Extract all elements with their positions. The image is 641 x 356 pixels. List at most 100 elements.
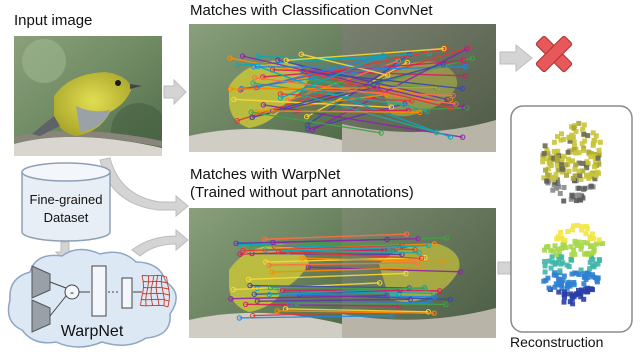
recon-point (561, 153, 567, 159)
recon-point (592, 138, 598, 144)
recon-point (572, 166, 578, 172)
keypoint-marker (304, 114, 310, 120)
match-line (286, 47, 444, 61)
recon-point (576, 192, 582, 198)
keypoint-marker (234, 62, 240, 69)
recon-point (540, 159, 546, 165)
recon-point (574, 243, 580, 248)
recon-point (581, 274, 587, 280)
keypoint-marker (459, 134, 466, 140)
recon-point (596, 147, 602, 153)
recon-point (542, 143, 548, 149)
recon-point (543, 277, 549, 283)
recon-point (554, 154, 560, 160)
recon-point (558, 254, 564, 260)
grid-line (143, 286, 169, 290)
keypoint-marker (267, 284, 274, 291)
recon-point (578, 294, 584, 300)
keypoint-marker (251, 291, 258, 297)
match-line (230, 294, 387, 300)
keypoint-marker (443, 235, 450, 241)
recon-point (582, 251, 588, 257)
recon-point (554, 158, 560, 163)
recon-point (580, 127, 586, 132)
recon-point (564, 285, 570, 291)
warpnet-cloud-icon: - (7, 248, 177, 348)
recon-point (565, 149, 571, 155)
recon-point (551, 272, 557, 278)
keypoint-marker (443, 45, 449, 52)
recon-point (586, 271, 592, 277)
recon-point (563, 245, 569, 251)
recon-point (595, 275, 601, 281)
keypoint-marker (447, 296, 454, 303)
grid-line (141, 274, 167, 278)
recon-point (561, 273, 567, 279)
keypoint-marker (462, 63, 469, 70)
recon-point (555, 167, 561, 173)
recon-point (590, 274, 596, 280)
recon-point (589, 243, 595, 249)
recon-point (561, 289, 567, 295)
recon-point (569, 192, 575, 198)
recon-point (569, 252, 575, 258)
recon-point (572, 270, 578, 276)
recon-point (561, 137, 567, 142)
recon-point (567, 138, 573, 144)
recon-point (589, 255, 594, 261)
recon-point (585, 161, 591, 167)
recon-point (545, 150, 551, 156)
match-line (280, 55, 383, 99)
warpnet-label: WarpNet (61, 323, 124, 340)
recon-point (552, 243, 558, 249)
match-line (277, 310, 435, 314)
match-line (304, 95, 437, 134)
keypoint-marker (422, 254, 428, 261)
keypoint-marker (249, 114, 256, 120)
recon-point (585, 240, 591, 246)
keypoint-marker (384, 292, 390, 299)
recon-point (551, 149, 557, 154)
recon-point (590, 263, 596, 269)
recon-point (593, 241, 599, 247)
keypoint-marker (227, 86, 234, 92)
recon-point (556, 253, 562, 258)
recon-point (542, 269, 548, 275)
keypoint-marker (457, 269, 464, 275)
match-line (242, 55, 465, 108)
recon-point (548, 155, 554, 161)
recon-point (551, 155, 557, 161)
keypoint-marker (431, 310, 437, 316)
match-line (272, 266, 423, 273)
recon-point (546, 160, 552, 166)
recon-point (546, 285, 552, 291)
recon-point (589, 251, 594, 257)
arrow-warpnet-to-matches (131, 228, 189, 257)
recon-point (572, 143, 577, 149)
recon-point (550, 187, 556, 193)
keypoint-marker (275, 248, 282, 255)
match-line (248, 272, 406, 281)
recon-point (542, 259, 548, 264)
recon-point (560, 278, 566, 283)
recon-point (589, 231, 595, 237)
recon-point (596, 258, 602, 263)
recon-point (573, 129, 579, 135)
keypoint-marker (254, 84, 260, 91)
recon-point (576, 287, 581, 293)
warpnet-match-lines (228, 231, 464, 321)
recon-point (589, 174, 595, 180)
keypoint-marker (447, 105, 454, 111)
recon-point (594, 169, 600, 175)
warpnet-matches-title-line1: Matches with WarpNet (190, 166, 341, 183)
keypoint-marker (236, 315, 243, 321)
recon-point (576, 239, 582, 245)
warped-grid-icon (140, 274, 170, 308)
keypoint-marker (250, 80, 256, 86)
recon-point (572, 238, 578, 244)
recon-point (581, 281, 587, 287)
grid-line (155, 275, 160, 306)
recon-point (596, 237, 602, 243)
recon-point (564, 283, 570, 289)
keypoint-marker (460, 57, 467, 64)
